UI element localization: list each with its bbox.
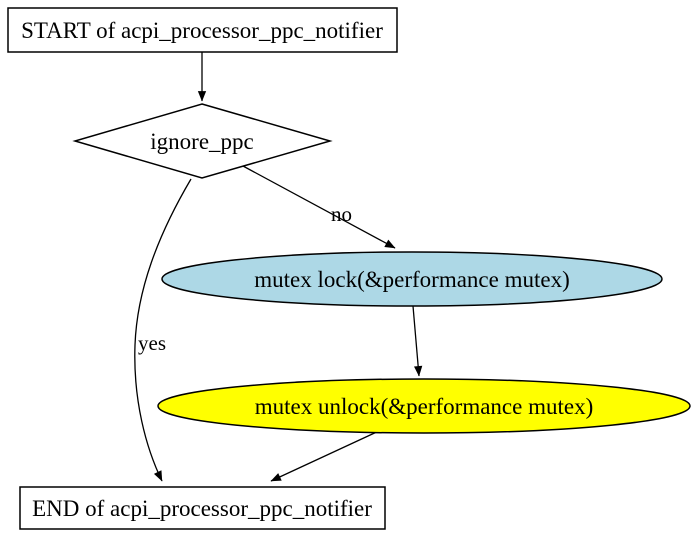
mutex-lock-label: mutex lock(&performance mutex) <box>254 267 570 292</box>
edges-layer <box>134 52 423 482</box>
edge-decision-to-lock <box>242 165 396 249</box>
end-node-label: END of acpi_processor_ppc_notifier <box>32 496 372 521</box>
mutex-unlock-node: mutex unlock(&performance mutex) <box>157 378 691 434</box>
mutex-unlock-label: mutex unlock(&performance mutex) <box>255 394 594 419</box>
edge-label-no: no <box>331 202 352 226</box>
start-node: START of acpi_processor_ppc_notifier <box>7 7 398 53</box>
edge-decision-to-end <box>134 178 192 482</box>
edge-lock-to-unlock <box>412 305 423 377</box>
decision-node-diamond <box>72 103 333 179</box>
mutex-unlock-ellipse <box>157 378 691 434</box>
decision-node: ignore_ppc <box>72 103 333 179</box>
start-node-label: START of acpi_processor_ppc_notifier <box>21 18 383 43</box>
end-node: END of acpi_processor_ppc_notifier <box>19 486 386 530</box>
edge-label-yes: yes <box>138 331 166 355</box>
edge-labels-layer: no yes <box>138 202 352 355</box>
edge-unlock-to-end <box>270 429 382 482</box>
mutex-lock-ellipse <box>161 251 663 307</box>
decision-node-label: ignore_ppc <box>150 129 253 154</box>
mutex-lock-node: mutex lock(&performance mutex) <box>161 251 663 307</box>
start-node-box <box>7 7 398 53</box>
end-node-box <box>19 486 386 530</box>
